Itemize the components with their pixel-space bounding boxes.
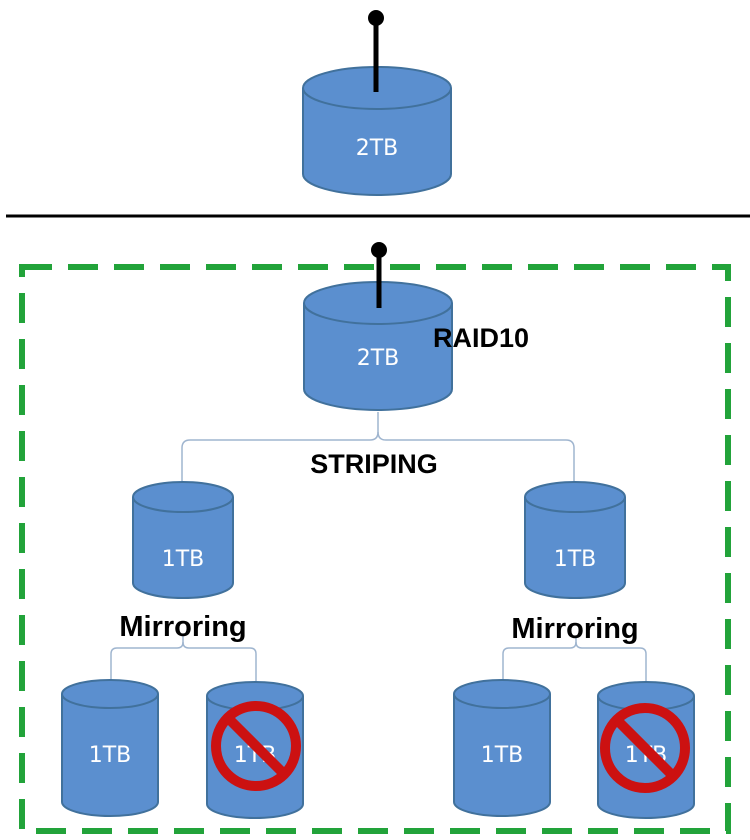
right-mirror-disk: 1TB — [524, 481, 626, 599]
left-mirror-disk-a-label: 1TB — [89, 743, 132, 768]
raid10-title: RAID10 — [433, 323, 529, 353]
raid10-dashed-border — [19, 264, 731, 834]
left-mirroring-label: Mirroring — [119, 611, 246, 643]
raid10-disk-pin — [371, 242, 387, 308]
top-disk: 2TB — [302, 66, 452, 196]
left-mirror-disk-a: 1TB — [61, 679, 159, 817]
raid10-disk: 2TB — [303, 281, 453, 411]
right-mirror-disk-a: 1TB — [453, 679, 551, 817]
right-mirroring-label: Mirroring — [511, 613, 638, 645]
connector-lines — [110, 412, 647, 690]
failed-no-symbol-icon — [211, 701, 301, 791]
right-mirror-disk-a-label: 1TB — [481, 743, 524, 768]
top-disk-label: 2TB — [356, 136, 399, 161]
right-mirror-disk-label: 1TB — [554, 547, 597, 572]
raid10-disk-label: 2TB — [357, 346, 400, 371]
failed-no-symbol-icon — [600, 703, 690, 793]
left-mirror-disk: 1TB — [132, 481, 234, 599]
striping-label: STRIPING — [310, 449, 438, 479]
left-mirror-disk-label: 1TB — [162, 547, 205, 572]
top-disk-pin — [368, 10, 384, 92]
